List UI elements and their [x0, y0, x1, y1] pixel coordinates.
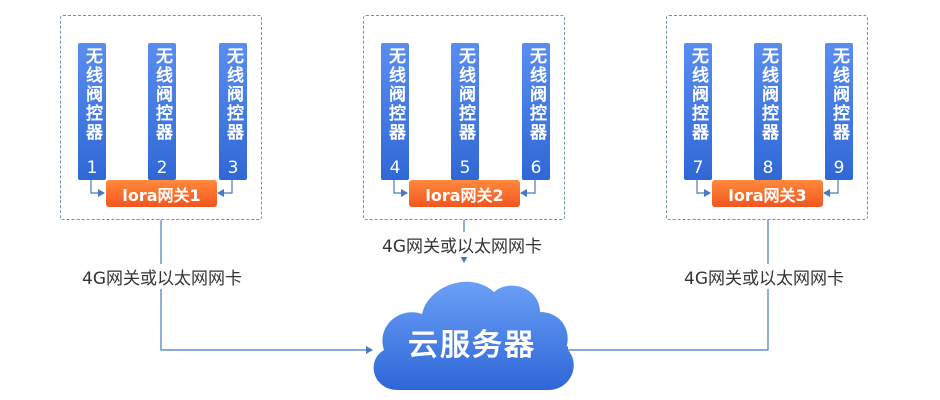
valve-6[interactable]: 无线阀控器 6 — [522, 43, 550, 180]
valve-number: 2 — [156, 158, 168, 178]
gateway-2[interactable]: lora网关2 — [409, 180, 520, 207]
valve-number: 4 — [389, 158, 401, 178]
valve-number: 3 — [227, 158, 239, 178]
valve-5[interactable]: 无线阀控器 5 — [451, 43, 479, 180]
group-3: 无线阀控器 7 无线阀控器 8 无线阀控器 9 — [666, 15, 868, 220]
connection-label-3: 4G网关或以太网网卡 — [682, 264, 846, 289]
valve-9[interactable]: 无线阀控器 9 — [825, 43, 853, 180]
group-1: 无线阀控器 1 无线阀控器 2 无线阀控器 3 — [60, 15, 262, 220]
valve-label: 无线阀控器 — [152, 47, 172, 142]
group-2: 无线阀控器 4 无线阀控器 5 无线阀控器 6 — [363, 15, 565, 220]
valve-3[interactable]: 无线阀控器 3 — [219, 43, 247, 180]
gateway-1[interactable]: lora网关1 — [106, 180, 217, 207]
valve-label: 无线阀控器 — [526, 47, 546, 142]
valve-number: 8 — [762, 158, 774, 178]
gateway-3[interactable]: lora网关3 — [712, 180, 823, 207]
valve-label: 无线阀控器 — [758, 47, 778, 142]
valve-label: 无线阀控器 — [223, 47, 243, 142]
valve-label: 无线阀控器 — [688, 47, 708, 142]
valve-7[interactable]: 无线阀控器 7 — [684, 43, 712, 180]
connection-label-1: 4G网关或以太网网卡 — [80, 264, 244, 289]
valve-4[interactable]: 无线阀控器 4 — [381, 43, 409, 180]
valve-2[interactable]: 无线阀控器 2 — [148, 43, 176, 180]
valve-number: 5 — [459, 158, 471, 178]
valve-label: 无线阀控器 — [455, 47, 475, 142]
group-1-cloud-link — [160, 220, 373, 354]
valve-number: 7 — [692, 158, 704, 178]
cloud-server-label: 云服务器 — [408, 328, 536, 363]
valve-label: 无线阀控器 — [829, 47, 849, 142]
cloud-shape — [373, 281, 574, 390]
valve-8[interactable]: 无线阀控器 8 — [754, 43, 782, 180]
valve-label: 无线阀控器 — [385, 47, 405, 142]
connection-label-2: 4G网关或以太网网卡 — [380, 232, 544, 257]
valve-1[interactable]: 无线阀控器 1 — [78, 43, 106, 180]
valve-number: 9 — [833, 158, 845, 178]
valve-number: 6 — [530, 158, 542, 178]
valve-number: 1 — [86, 158, 98, 178]
valve-label: 无线阀控器 — [82, 47, 102, 142]
group-3-cloud-link — [561, 220, 769, 354]
